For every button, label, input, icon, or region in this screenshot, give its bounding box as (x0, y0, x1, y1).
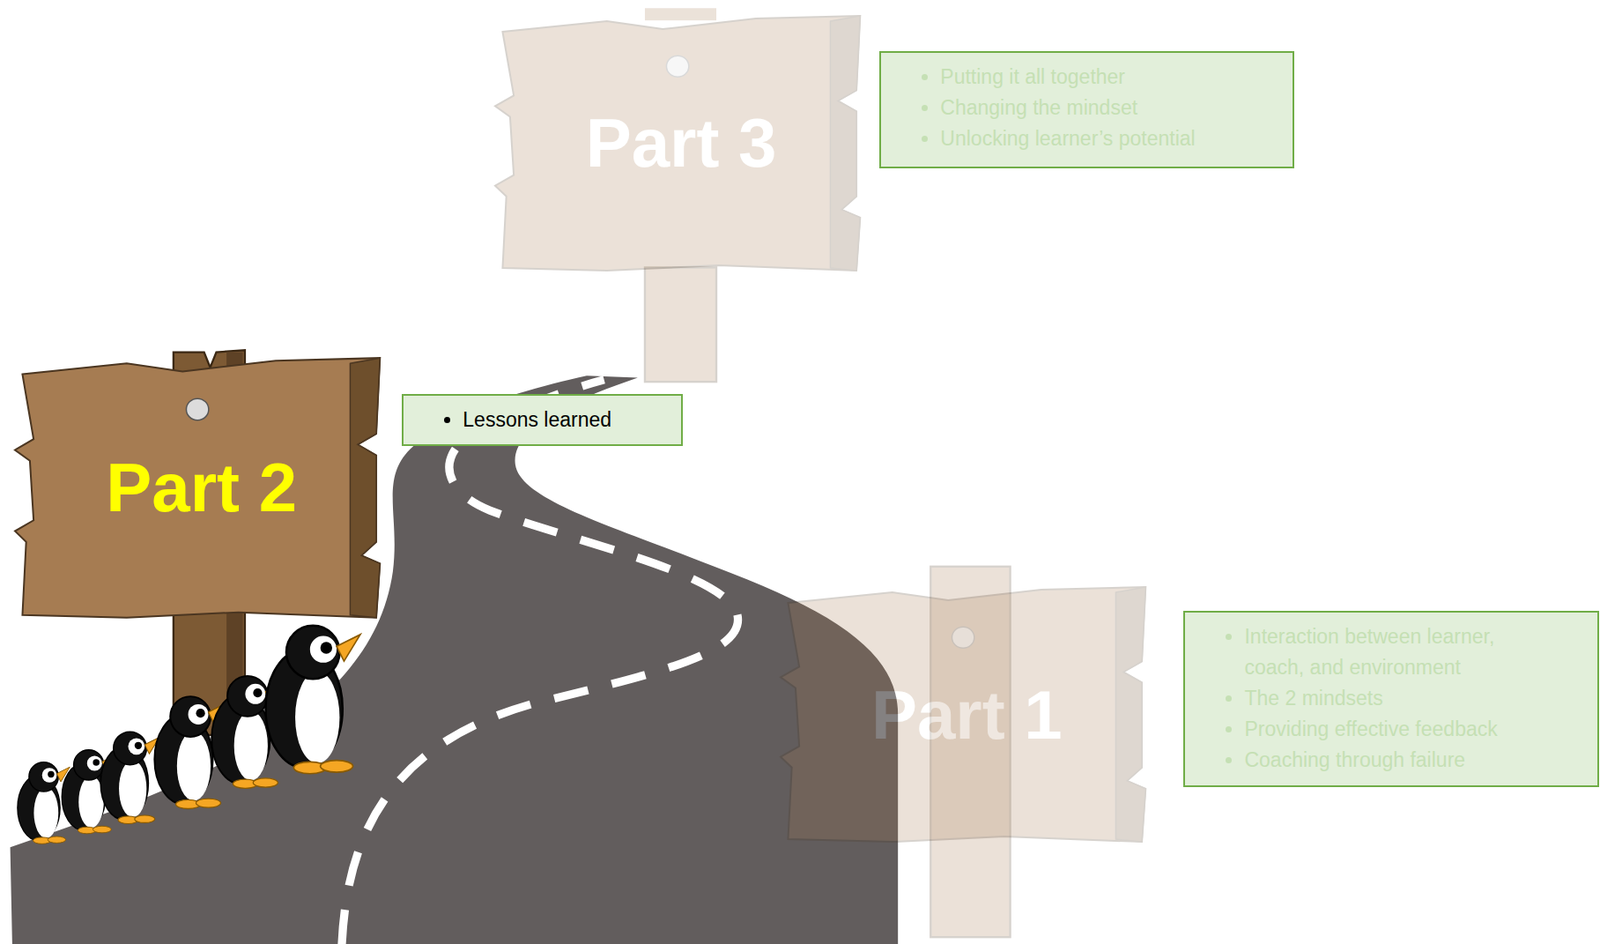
board-nail (186, 398, 209, 421)
board-plank (780, 586, 1146, 842)
bullet-list: Putting it all togetherChanging the mind… (881, 52, 1292, 155)
bullet-box: Lessons learned (401, 393, 682, 446)
part-title: Part 2 (105, 452, 297, 522)
bullet-list: Lessons learned (403, 395, 681, 436)
sign-board: Part 1 (780, 581, 1154, 847)
sign-label-wrap: Part 2 (14, 352, 388, 623)
penguins (17, 625, 361, 844)
bullet-box: Putting it all togetherChanging the mind… (879, 51, 1294, 169)
board-plank (14, 357, 380, 618)
part-title: Part 3 (585, 108, 778, 178)
bullet-item: Coaching through failure (1244, 744, 1540, 776)
bullet-item: Providing effective feedback (1244, 713, 1540, 745)
board-edge (350, 357, 381, 618)
bullet-box: Interaction between learner, coach, and … (1183, 610, 1599, 787)
board-nail (951, 626, 974, 648)
board-nail (666, 55, 689, 77)
sign-label-wrap: Part 3 (495, 10, 868, 276)
board-edge (1115, 586, 1146, 842)
bullet-item: Unlocking learner’s potential (940, 123, 1235, 155)
road-center-line (341, 379, 739, 944)
bullet-item: The 2 mindsets (1244, 682, 1540, 714)
penguin (100, 731, 160, 823)
part-title: Part 1 (871, 680, 1063, 749)
sign-post (644, 266, 717, 382)
bullet-list: Interaction between learner, coach, and … (1185, 612, 1597, 776)
bullet-item: Lessons learned (462, 404, 623, 436)
board-edge (829, 15, 860, 271)
board-plank (495, 15, 860, 271)
bullet-item: Putting it all together (940, 61, 1235, 93)
bullet-item: Changing the mindset (940, 92, 1235, 124)
road (10, 375, 899, 944)
sign-board: Part 2 (14, 352, 388, 623)
bullet-item: Interaction between learner, coach, and … (1244, 621, 1540, 683)
sign-label-wrap: Part 1 (780, 581, 1154, 847)
sign-post-top (644, 7, 717, 21)
sign-board: Part 3 (495, 10, 868, 276)
penguin (265, 625, 360, 774)
